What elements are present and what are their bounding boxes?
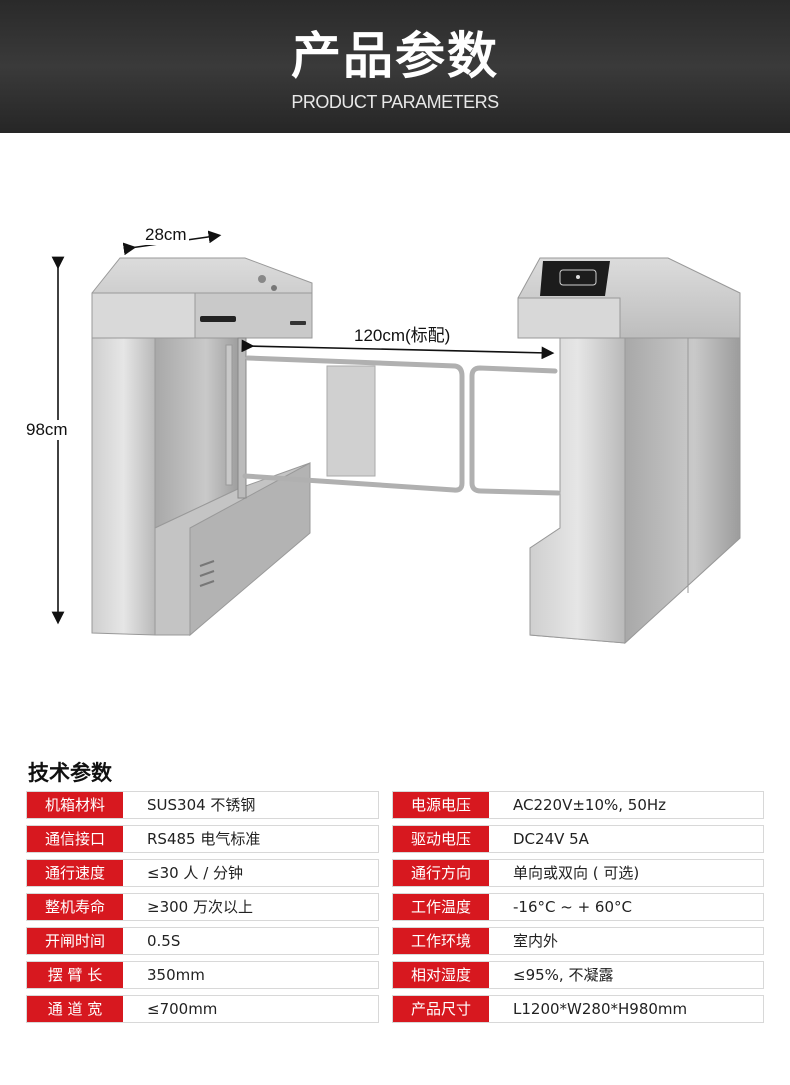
spec-key: 开闸时间 bbox=[27, 928, 123, 954]
spec-row: 通信接口 RS485 电气标准 驱动电压 DC24V 5A bbox=[26, 822, 764, 856]
spec-key: 通信接口 bbox=[27, 826, 123, 852]
spec-cell: 摆 臂 长 350mm bbox=[26, 961, 379, 989]
spec-value: 0.5S bbox=[147, 932, 181, 950]
right-cabinet bbox=[517, 257, 741, 645]
spec-value: ≤700mm bbox=[147, 1000, 218, 1018]
page-subtitle: PRODUCT PARAMETERS bbox=[291, 92, 499, 112]
spec-cell: 通信接口 RS485 电气标准 bbox=[26, 825, 379, 853]
spec-key: 通行方向 bbox=[393, 860, 489, 886]
spec-value: -16°C ~ + 60°C bbox=[513, 898, 632, 916]
spec-key: 相对湿度 bbox=[393, 962, 489, 988]
spec-value: 单向或双向 ( 可选) bbox=[513, 864, 640, 882]
left-cabinet bbox=[91, 257, 313, 637]
spec-key: 电源电压 bbox=[393, 792, 489, 818]
spec-value: L1200*W280*H980mm bbox=[513, 1000, 688, 1018]
spec-value: 350mm bbox=[147, 966, 205, 984]
page-title: 产品参数 bbox=[291, 27, 499, 85]
spec-key: 通行速度 bbox=[27, 860, 123, 886]
spec-cell: 产品尺寸 L1200*W280*H980mm bbox=[392, 995, 764, 1023]
passage-dimension-label: 120cm(标配) bbox=[352, 326, 453, 346]
spec-value: AC220V±10%, 50Hz bbox=[513, 796, 667, 814]
spec-key: 工作温度 bbox=[393, 894, 489, 920]
spec-cell: 工作温度 -16°C ~ + 60°C bbox=[392, 893, 764, 921]
spec-cell: 开闸时间 0.5S bbox=[26, 927, 379, 955]
spec-row: 开闸时间 0.5S 工作环境 室内外 bbox=[26, 924, 764, 958]
swing-arms bbox=[242, 355, 561, 496]
spec-cell: 通 道 宽 ≤700mm bbox=[26, 995, 379, 1023]
spec-cell: 通行方向 单向或双向 ( 可选) bbox=[392, 859, 764, 887]
width-dimension-label: 28cm bbox=[143, 225, 189, 245]
spec-value: ≤95%, 不凝露 bbox=[513, 966, 614, 984]
spec-key: 通 道 宽 bbox=[27, 996, 123, 1022]
spec-cell: 通行速度 ≤30 人 / 分钟 bbox=[26, 859, 379, 887]
swing-gate-illustration bbox=[51, 230, 741, 645]
page-header: 产品参数 PRODUCT PARAMETERS bbox=[0, 0, 790, 133]
spec-cell: 相对湿度 ≤95%, 不凝露 bbox=[392, 961, 764, 989]
product-image-area: 28cm 98cm 120cm(标配) bbox=[0, 133, 790, 733]
spec-row: 通行速度 ≤30 人 / 分钟 通行方向 单向或双向 ( 可选) bbox=[26, 856, 764, 890]
spec-key: 工作环境 bbox=[393, 928, 489, 954]
spec-key: 摆 臂 长 bbox=[27, 962, 123, 988]
spec-key: 驱动电压 bbox=[393, 826, 489, 852]
spec-value: SUS304 不锈钢 bbox=[147, 796, 256, 814]
spec-value: 室内外 bbox=[513, 932, 559, 950]
spec-value: DC24V 5A bbox=[513, 830, 589, 848]
spec-row: 整机寿命 ≥300 万次以上 工作温度 -16°C ~ + 60°C bbox=[26, 890, 764, 924]
spec-key: 机箱材料 bbox=[27, 792, 123, 818]
spec-key: 产品尺寸 bbox=[393, 996, 489, 1022]
spec-section-title: 技术参数 bbox=[28, 761, 112, 785]
spec-row: 通 道 宽 ≤700mm 产品尺寸 L1200*W280*H980mm bbox=[26, 992, 764, 1026]
spec-key: 整机寿命 bbox=[27, 894, 123, 920]
spec-table: 机箱材料 SUS304 不锈钢 电源电压 AC220V±10%, 50Hz 通信… bbox=[26, 788, 764, 1026]
spec-row: 摆 臂 长 350mm 相对湿度 ≤95%, 不凝露 bbox=[26, 958, 764, 992]
spec-value: ≤30 人 / 分钟 bbox=[147, 864, 244, 882]
spec-cell: 整机寿命 ≥300 万次以上 bbox=[26, 893, 379, 921]
spec-row: 机箱材料 SUS304 不锈钢 电源电压 AC220V±10%, 50Hz bbox=[26, 788, 764, 822]
spec-value: ≥300 万次以上 bbox=[147, 898, 253, 916]
height-dimension-label: 98cm bbox=[24, 420, 70, 440]
spec-cell: 驱动电压 DC24V 5A bbox=[392, 825, 764, 853]
spec-cell: 工作环境 室内外 bbox=[392, 927, 764, 955]
spec-value: RS485 电气标准 bbox=[147, 830, 261, 848]
spec-cell: 机箱材料 SUS304 不锈钢 bbox=[26, 791, 379, 819]
spec-cell: 电源电压 AC220V±10%, 50Hz bbox=[392, 791, 764, 819]
